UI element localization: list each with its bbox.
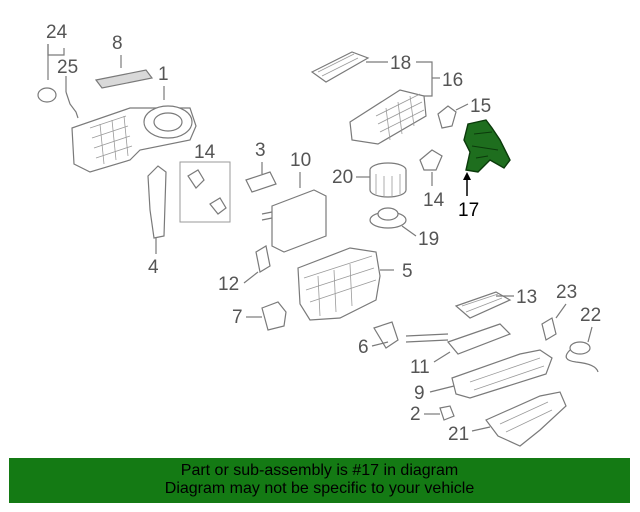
callout-10: 10 (290, 150, 311, 171)
part-4-group: 4 (147, 165, 167, 278)
part-7-group: 7 (232, 301, 287, 331)
callout-9: 9 (414, 383, 425, 404)
part-15-group: 15 (437, 96, 491, 129)
part-20-group: 20 (332, 162, 407, 198)
callout-14-right: 14 (423, 190, 445, 211)
part-10-group: 10 (261, 150, 327, 253)
parts-diagram: 24 25 8 1 18 16 15 (37, 22, 601, 447)
callout-5: 5 (402, 261, 413, 282)
callout-8: 8 (112, 33, 123, 54)
callout-6: 6 (358, 337, 369, 358)
callout-19: 19 (418, 229, 439, 250)
heater-case-5 (297, 247, 381, 321)
bracket-4 (147, 165, 167, 239)
part-12 (255, 245, 271, 273)
sensor-24 (37, 87, 57, 103)
info-banner: Part or sub-assembly is #17 in diagram D… (9, 458, 630, 503)
part-19-group: 19 (369, 207, 439, 250)
callout-16: 16 (442, 70, 463, 91)
sensor-22 (569, 341, 591, 355)
filter-housing-16 (349, 89, 427, 145)
part-15 (437, 105, 457, 129)
callout-14-left: 14 (194, 142, 216, 163)
part-5-group: 5 (297, 247, 413, 321)
part-23-group: 23 (541, 282, 577, 341)
callout-18: 18 (390, 53, 411, 74)
part-11-group: 11 (405, 323, 512, 378)
clip-2 (439, 405, 455, 421)
highlighted-part-17 (463, 119, 511, 173)
callout-23: 23 (556, 282, 577, 303)
callout-2: 2 (410, 404, 421, 425)
callout-15: 15 (470, 96, 491, 117)
banner-line-1: Part or sub-assembly is #17 in diagram (180, 462, 459, 479)
callout-7: 7 (232, 307, 243, 328)
part-23 (541, 317, 557, 341)
callout-24: 24 (46, 22, 68, 43)
part-1-group: 1 (71, 64, 197, 173)
callout-13: 13 (516, 287, 537, 308)
part-16-18-group: 18 16 (310, 51, 463, 145)
callout-21: 21 (448, 424, 469, 445)
part-12-group: 12 (218, 245, 271, 295)
part-14-right-group: 14 (419, 149, 445, 211)
callout-3: 3 (255, 140, 266, 161)
bracket-6 (373, 321, 399, 349)
banner-line-2: Diagram may not be specific to your vehi… (164, 480, 475, 497)
heater-core-11 (446, 323, 512, 355)
part-2-group: 2 (410, 404, 455, 425)
callout-20: 20 (332, 167, 353, 188)
part-13-group: 13 (454, 287, 537, 319)
part-6-group: 6 (358, 321, 399, 358)
part-14-left-group: 14 (179, 142, 231, 223)
part-14-right (419, 149, 443, 171)
callout-22: 22 (580, 305, 601, 326)
part-21-group: 21 (448, 391, 567, 447)
actuator-7 (261, 301, 287, 331)
filter-8 (94, 69, 154, 89)
callout-11: 11 (410, 357, 430, 378)
callout-4: 4 (148, 257, 159, 278)
part-9-group: 9 (414, 349, 553, 404)
duct-9 (451, 349, 553, 399)
part-8-group: 8 (94, 33, 154, 89)
part-24-25-group: 24 25 (37, 22, 79, 119)
callout-1: 1 (158, 64, 169, 85)
part-22-group: 22 (565, 305, 601, 373)
part-3-group: 3 (245, 140, 277, 193)
duct-21 (485, 391, 567, 447)
part-3 (245, 171, 277, 193)
callout-12: 12 (218, 274, 239, 295)
callout-17: 17 (458, 200, 479, 221)
evaporator-10 (271, 189, 327, 253)
part-17-group: 17 (458, 119, 511, 221)
part-14-box (179, 161, 231, 223)
callout-25: 25 (57, 57, 78, 78)
